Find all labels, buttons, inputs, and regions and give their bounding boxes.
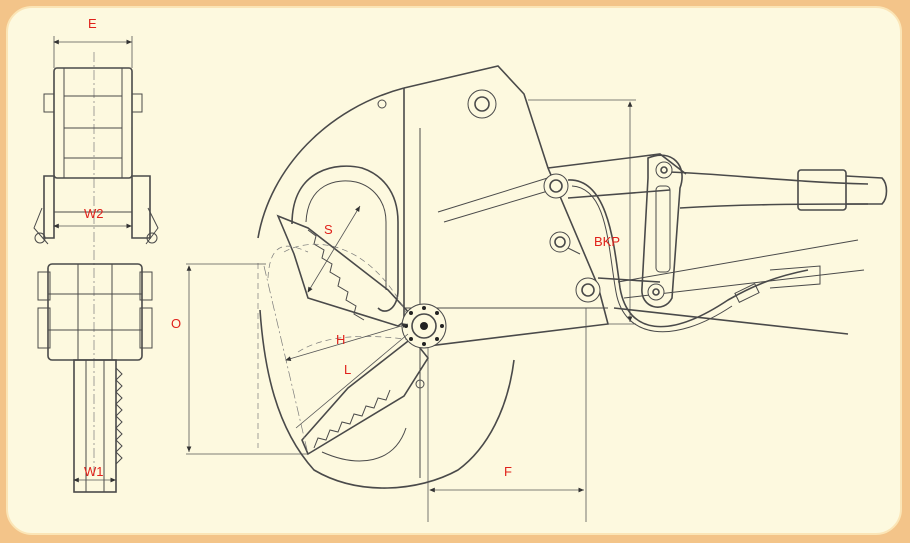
front-view [186, 65, 888, 522]
label-o: O [171, 316, 181, 331]
technical-drawing: E W2 W1 O S H L F BKP [33, 16, 888, 522]
label-bkp: BKP [594, 234, 620, 249]
label-l: L [344, 362, 351, 377]
diagram-frame: E W2 W1 O S H L F BKP [6, 6, 902, 535]
side-view [33, 36, 159, 493]
label-f: F [504, 464, 512, 479]
label-s: S [324, 222, 333, 237]
label-w1: W1 [84, 464, 104, 479]
label-h: H [336, 332, 345, 347]
label-w2: W2 [84, 206, 104, 221]
label-e: E [88, 16, 97, 31]
